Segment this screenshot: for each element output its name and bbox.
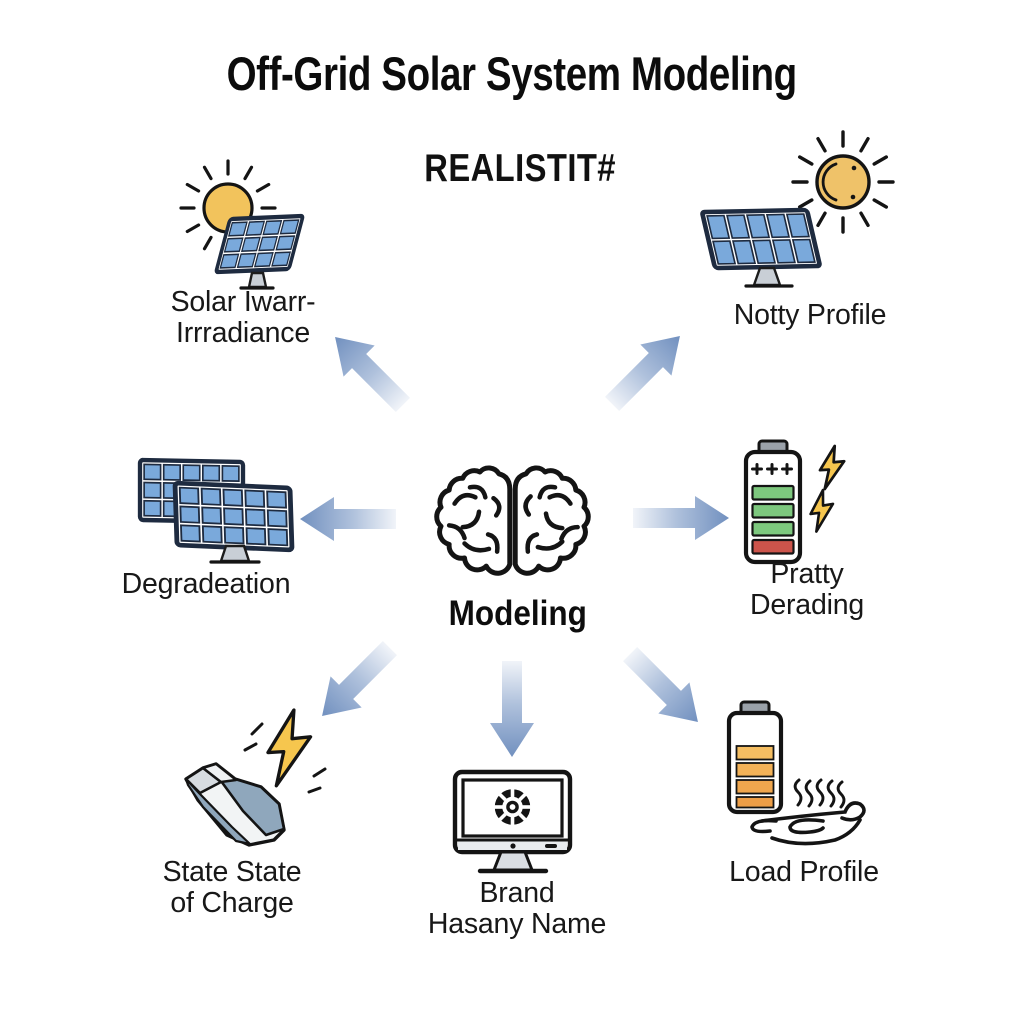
sun-over-solar-panel-icon [179, 159, 305, 290]
power-led [510, 843, 516, 849]
center-label: Modeling [368, 594, 668, 634]
lightning-icon [818, 444, 846, 491]
monitor-gear-icon [452, 769, 573, 874]
label-line: Irrradiance [175, 317, 311, 349]
label-line: Notty Profile [733, 299, 887, 331]
hand-icon [750, 801, 866, 846]
wedge-lightning-icon [184, 708, 327, 847]
double-solar-panel-icon [137, 457, 295, 564]
label-solar-irradiance: Solar Iwarr- Irrradiance [93, 287, 393, 349]
label-state-of-charge: State State of Charge [82, 857, 382, 919]
battery-lightning-icon [743, 439, 846, 565]
arrow-right [633, 496, 729, 540]
arrow-up-right [596, 320, 696, 420]
arrow-left [300, 497, 396, 541]
label-battery-derating: Pratty Derading [657, 559, 957, 621]
page-title-text: Off-Grid Solar System Modeling [226, 47, 798, 100]
page-title: Off-Grid Solar System Modeling [0, 46, 1024, 101]
battery-hand-heat-icon [726, 700, 866, 846]
label-line: Hasany Name [427, 908, 607, 940]
label-load-profile: Load Profile [654, 857, 954, 888]
heat-waves-icon [793, 778, 846, 809]
label-degradation: Degradeation [56, 569, 356, 600]
solar-panel-icon [700, 207, 822, 271]
solar-panel-with-sun-icon [700, 130, 895, 288]
label-line: Pratty [770, 558, 844, 590]
arrow-down [490, 661, 534, 757]
page-subtitle: REALISTIT# [8, 147, 1024, 191]
spark-dashes [243, 722, 327, 794]
label-line: Derading [749, 589, 865, 621]
arrow-down-right [614, 638, 714, 738]
label-line: Solar Iwarr- [170, 286, 316, 318]
label-notty-profile: Notty Profile [660, 300, 960, 331]
label-brand-name: Brand Hasany Name [367, 878, 667, 940]
label-line: of Charge [170, 887, 294, 919]
brain-icon [434, 465, 591, 576]
lightning-icon [807, 488, 837, 534]
solar-panel-icon [214, 213, 305, 275]
label-line: State State [162, 856, 302, 888]
gear-icon [493, 788, 532, 826]
lightning-icon [266, 708, 313, 788]
arrow-down-left [306, 632, 406, 732]
plus-signs [751, 463, 793, 475]
label-line: Degradeation [121, 568, 291, 600]
label-line: Brand [479, 877, 555, 909]
center-label-text: Modeling [448, 594, 588, 633]
page-subtitle-text: REALISTIT# [424, 147, 616, 190]
label-line: Load Profile [729, 856, 879, 888]
